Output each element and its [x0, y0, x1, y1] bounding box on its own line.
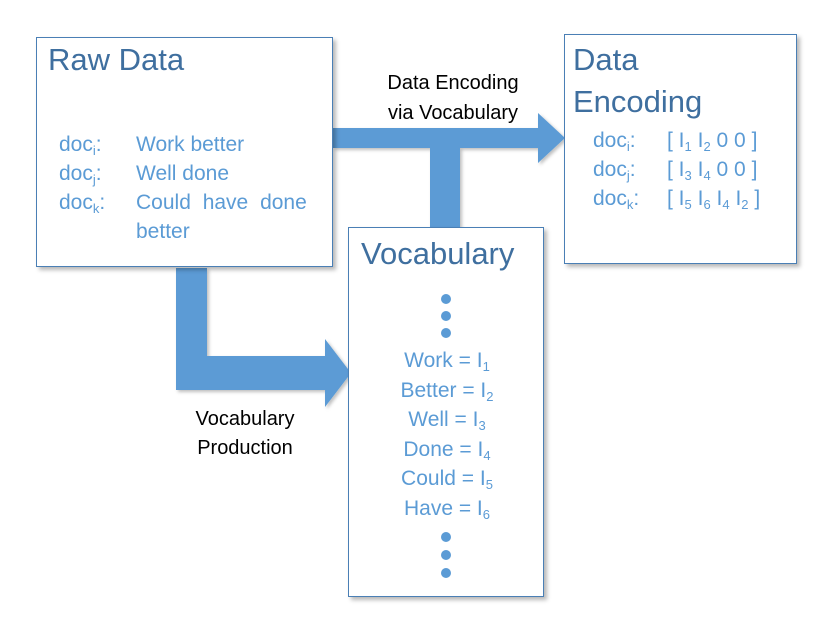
production-label-line1: Vocabulary: [195, 408, 295, 430]
ellipsis-dot-top-3: [441, 328, 451, 338]
production-arrow: [176, 268, 351, 407]
raw-doc-label-j: docj:: [59, 162, 102, 187]
vocabulary-title: Vocabulary: [361, 236, 515, 271]
vocabulary-box: Vocabulary Work = I1 Better = I2 Well = I3…: [348, 227, 544, 597]
raw-doc-text-k-cont: better: [136, 220, 190, 243]
production-label-line2: Production: [197, 437, 293, 459]
data-encoding-title-line2: Encoding: [573, 84, 703, 119]
data-encoding-box: Data Encoding doci: [ I1 I2 0 0 ] docj: [ I…: [564, 34, 797, 264]
ellipsis-dot-bottom-2: [441, 550, 451, 560]
ellipsis-dot-top-1: [441, 294, 451, 304]
vocabulary-entry: Work = I1: [404, 349, 490, 374]
data-encoding-title-line1: Data: [573, 42, 639, 77]
raw-doc-label-k: dock:: [59, 191, 106, 216]
ellipsis-dot-bottom-1: [441, 532, 451, 542]
raw-data-title: Raw Data: [48, 42, 185, 77]
encoding-vector: [ I3 I4 0 0 ]: [667, 158, 758, 183]
ellipsis-dot-bottom-3: [441, 568, 451, 578]
encoding-doc-label: docj:: [593, 158, 636, 183]
vocabulary-entry: Have = I6: [403, 497, 491, 522]
raw-doc-text-i: Work better: [136, 133, 245, 156]
vocabulary-entry: Well = I3: [408, 408, 486, 433]
ellipsis-dot-top-2: [441, 311, 451, 321]
encoding-doc-label: dock:: [593, 187, 640, 212]
vocabulary-entry: Better = I2: [400, 379, 494, 404]
raw-doc-label-i: doci:: [59, 133, 102, 158]
encoding-vector: [ I1 I2 0 0 ]: [667, 129, 758, 154]
vocabulary-entry: Could = I5: [401, 467, 493, 492]
raw-doc-text-k: Could have done: [136, 191, 307, 214]
encoding-label-line2: via Vocabulary: [387, 102, 519, 124]
vocabulary-entry: Done = I4: [403, 438, 491, 463]
encoding-doc-label: doci:: [593, 129, 636, 154]
encoding-label-line1: Data Encoding: [387, 72, 519, 94]
raw-data-box: Raw Data doci: Work better docj: Well do…: [36, 37, 333, 267]
raw-doc-text-j: Well done: [136, 162, 230, 185]
encoding-arrow: [333, 113, 565, 228]
encoding-vector: [ I5 I6 I4 I2 ]: [667, 187, 761, 212]
